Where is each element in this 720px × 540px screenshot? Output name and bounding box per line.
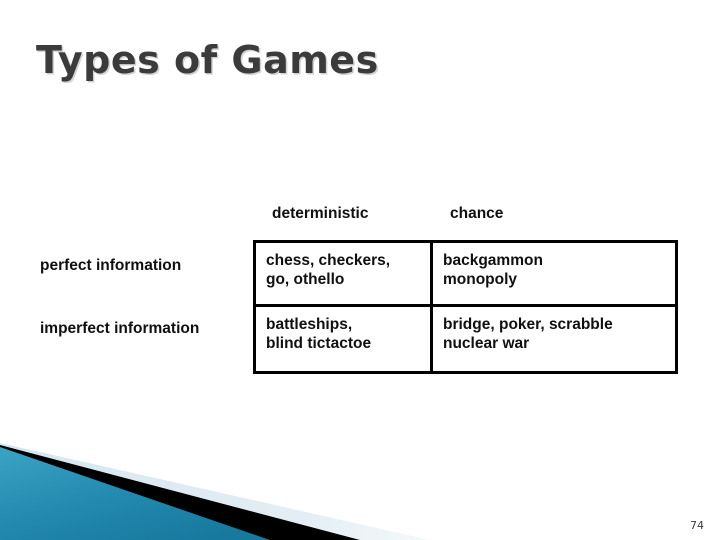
corner-decoration <box>0 443 430 540</box>
game-types-matrix: deterministic chance perfect information… <box>30 205 690 385</box>
row-header-imperfect-information: imperfect information <box>40 320 200 337</box>
black-wedge <box>0 445 360 540</box>
cell-perfect-deterministic: chess, checkers, go, othello <box>256 243 433 307</box>
column-header-chance: chance <box>450 205 504 222</box>
cell-imperfect-deterministic: battleships, blind tictactoe <box>256 307 433 371</box>
page-title: Types of Games <box>36 38 379 82</box>
matrix-grid: chess, checkers, go, othello backgammon … <box>253 240 678 374</box>
teal-wedge <box>0 447 270 540</box>
cell-perfect-chance: backgammon monopoly <box>433 243 675 307</box>
pale-blue-wedge <box>0 443 430 540</box>
page-number: 74 <box>690 519 704 532</box>
cell-imperfect-chance: bridge, poker, scrabble nuclear war <box>433 307 675 371</box>
column-header-deterministic: deterministic <box>272 205 369 222</box>
row-header-perfect-information: perfect information <box>40 257 182 274</box>
